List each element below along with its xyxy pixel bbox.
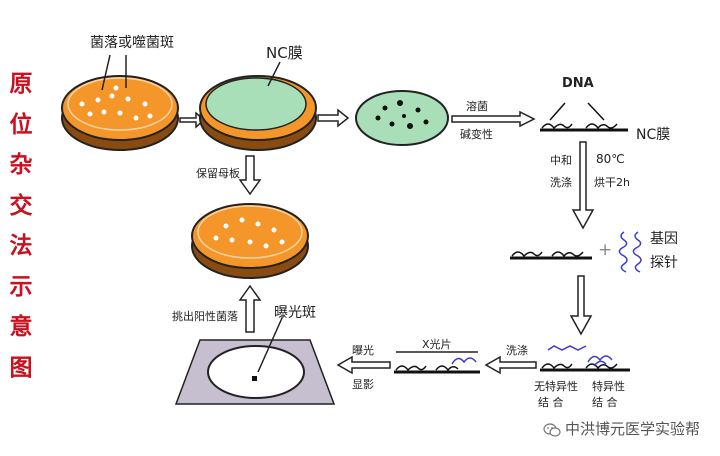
title-char: 示	[9, 272, 33, 300]
probe-brackets	[618, 231, 642, 273]
label-alkali-denature: 碱变性	[460, 128, 493, 141]
label-gene: 基因	[650, 231, 678, 247]
arrow-5	[569, 275, 593, 336]
xray-film	[394, 351, 480, 374]
label-probe: 探针	[650, 255, 678, 271]
label-specific-2: 结 合	[592, 396, 618, 409]
label-pick-positive: 挑出阳性菌落	[172, 310, 238, 323]
label-plus: +	[598, 240, 613, 260]
watermark-text: 中洪博元医学实验帮	[564, 420, 700, 438]
arrow-6	[484, 355, 537, 375]
label-nonspecific: 无特异性	[534, 380, 578, 393]
colonies-pointer-1	[101, 54, 111, 91]
label-neutralize: 中和	[550, 154, 572, 167]
label-dna: DNA	[562, 76, 594, 91]
title-char: 法	[9, 232, 33, 259]
dna-on-nc	[540, 102, 628, 132]
petri-dish-colonies	[61, 75, 179, 151]
label-wash: 洗涤	[550, 176, 572, 189]
label-specific: 特异性	[592, 380, 625, 393]
label-temp: 80℃	[596, 152, 625, 166]
title-char: 杂	[9, 151, 33, 178]
petri-dish-master	[191, 203, 309, 279]
label-nonspecific-2: 结 合	[538, 396, 564, 409]
label-lysis: 溶菌	[466, 100, 488, 113]
title-char: 原	[9, 70, 33, 97]
arrow-8	[238, 284, 262, 333]
label-colonies: 菌落或噬菌斑	[90, 35, 174, 51]
title-char: 意	[9, 313, 33, 340]
wechat-icon	[543, 422, 561, 437]
label-exposure: 曝光	[352, 344, 374, 357]
label-xray: X光片	[422, 338, 452, 351]
membrane-hybridized	[540, 345, 630, 372]
arrow-3	[451, 110, 536, 128]
title-char: 交	[9, 191, 33, 219]
exposure-plate	[174, 339, 336, 405]
membrane-lysed	[355, 90, 449, 146]
label-develop: 显影	[352, 378, 374, 391]
title-char: 图	[9, 353, 33, 381]
nc-pointer	[267, 61, 281, 87]
membrane-with-dna	[510, 251, 592, 260]
label-exposure-spot: 曝光斑	[274, 305, 316, 321]
petri-dish-nc-membrane	[199, 75, 317, 151]
label-bake: 烘干2h	[594, 176, 630, 189]
arrow-4	[571, 141, 595, 230]
label-wash2: 洗涤	[506, 344, 528, 357]
spot-pointer	[257, 317, 283, 373]
arrow-9	[238, 155, 262, 196]
label-nc-membrane: NC膜	[266, 44, 303, 62]
arrow-2	[317, 108, 350, 128]
label-keep-master: 保留母板	[196, 167, 240, 180]
vertical-title: 原 位 杂 交 法 示 意 图	[6, 64, 36, 388]
title-char: 位	[9, 110, 33, 138]
arrow-7	[336, 355, 391, 375]
watermark: 中洪博元医学实验帮	[543, 418, 700, 439]
label-nc-membrane-right: NC膜	[636, 127, 671, 143]
